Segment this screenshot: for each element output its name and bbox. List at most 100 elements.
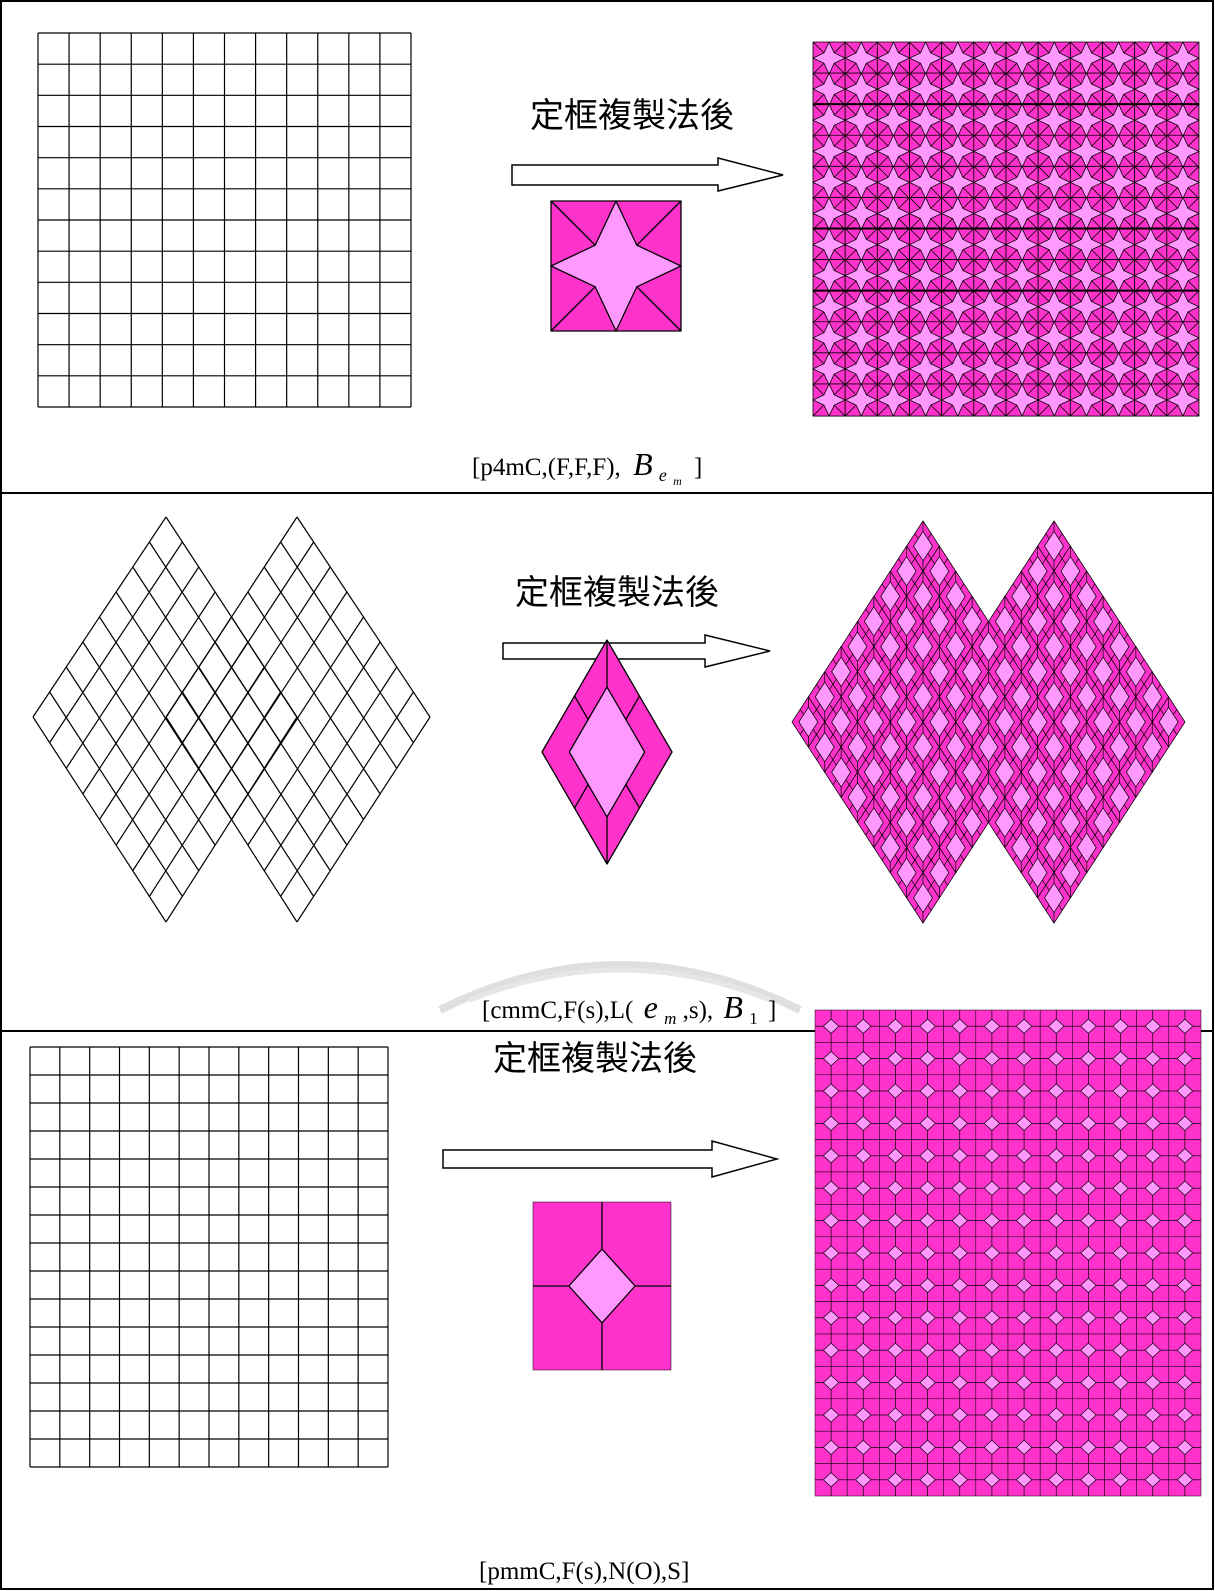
star-tile <box>910 229 942 261</box>
star-tile <box>1006 42 1038 74</box>
star-tile <box>1070 135 1102 167</box>
diamond-tile <box>944 1302 976 1334</box>
diamond-tile <box>815 1269 847 1301</box>
star-tile <box>1070 322 1102 354</box>
diamond-tile <box>1008 1107 1040 1139</box>
star-tile <box>974 322 1006 354</box>
star-tile <box>1103 73 1135 105</box>
star-tile <box>1006 135 1038 167</box>
diamond-tile <box>1072 1107 1104 1139</box>
diamond-tile <box>1072 1010 1104 1042</box>
diamond-tile <box>1137 1172 1169 1204</box>
diamond-tile <box>1040 1010 1072 1042</box>
diamond-tile <box>1137 1010 1169 1042</box>
star-tile <box>942 384 974 416</box>
star-tile <box>910 104 942 136</box>
diamond-tile <box>1137 1334 1169 1366</box>
diamond-tile <box>1137 1042 1169 1074</box>
diamond-tile <box>912 1237 944 1269</box>
diamond-tile <box>815 1464 847 1496</box>
star-tile <box>942 322 974 354</box>
star-tile <box>1038 42 1070 74</box>
diamond-tile <box>1169 1366 1201 1398</box>
diamond-tile <box>815 1366 847 1398</box>
star-tile <box>974 42 1006 74</box>
diamond-tile <box>1169 1107 1201 1139</box>
diamond-tile <box>1137 1237 1169 1269</box>
star-tile <box>1103 42 1135 74</box>
diamond-tile <box>1105 1075 1137 1107</box>
diamond-tile <box>1137 1140 1169 1172</box>
diamond-tile <box>944 1107 976 1139</box>
star-tile <box>845 322 877 354</box>
diamond-tile <box>1072 1237 1104 1269</box>
diamond-tile <box>1169 1269 1201 1301</box>
star-tile <box>845 42 877 74</box>
diamond-tile <box>847 1075 879 1107</box>
diamond-tile <box>879 1399 911 1431</box>
star-tile <box>845 353 877 385</box>
diamond-tile <box>1169 1431 1201 1463</box>
rhombus-tile <box>542 640 672 864</box>
diamond-tile <box>1072 1075 1104 1107</box>
star-tile <box>1070 104 1102 136</box>
panel-title: 定框複製法後 <box>515 573 719 613</box>
star-tile <box>813 104 845 136</box>
diamond-tile <box>1169 1334 1201 1366</box>
diamond-tile <box>815 1042 847 1074</box>
star-tile <box>1070 260 1102 292</box>
panel-title: 定框複製法後 <box>530 96 734 136</box>
diamond-tile <box>1072 1302 1104 1334</box>
star-tile <box>1070 166 1102 198</box>
diamond-tile <box>1008 1042 1040 1074</box>
diamond-tile <box>1105 1042 1137 1074</box>
diamond-tile <box>879 1172 911 1204</box>
star-tile <box>813 197 845 229</box>
star-tile <box>1135 135 1167 167</box>
star-tile <box>1103 260 1135 292</box>
star-tile <box>1167 384 1199 416</box>
motif-tile <box>542 640 672 864</box>
diamond-tile <box>912 1140 944 1172</box>
star-tile <box>1167 229 1199 261</box>
star-tile <box>910 322 942 354</box>
arrow-icon <box>512 158 783 191</box>
star-tile <box>942 260 974 292</box>
star-tile <box>974 166 1006 198</box>
diamond-tile <box>815 1010 847 1042</box>
diamond-tile <box>944 1042 976 1074</box>
star-tile <box>942 135 974 167</box>
diamond-tile <box>1105 1204 1137 1236</box>
star-tile <box>910 260 942 292</box>
diamond-tile <box>976 1464 1008 1496</box>
diamond-tile <box>1105 1010 1137 1042</box>
star-tile <box>1006 73 1038 105</box>
diamond-tile <box>912 1204 944 1236</box>
diamond-tile <box>847 1237 879 1269</box>
star-tile <box>877 353 909 385</box>
diamond-tile <box>1137 1107 1169 1139</box>
star-tile <box>1006 197 1038 229</box>
diamond-tile <box>1072 1334 1104 1366</box>
star-tile <box>942 353 974 385</box>
diamond-tile <box>944 1269 976 1301</box>
diamond-tile <box>1137 1464 1169 1496</box>
diamond-tile <box>1072 1269 1104 1301</box>
diamond-tile <box>1008 1237 1040 1269</box>
diamond-tile <box>1040 1366 1072 1398</box>
star-tile <box>1103 291 1135 323</box>
diamond-tile <box>815 1399 847 1431</box>
diamond-tile <box>815 1172 847 1204</box>
diamond-tile <box>815 1431 847 1463</box>
diamond-tile <box>847 1431 879 1463</box>
diamond-tile <box>879 1140 911 1172</box>
diamond-tile <box>944 1075 976 1107</box>
diamond-tile <box>1040 1334 1072 1366</box>
star-tile <box>1038 260 1070 292</box>
star-tile <box>877 197 909 229</box>
star-tile <box>1038 353 1070 385</box>
diamond-tile <box>1105 1107 1137 1139</box>
arrow-icon <box>503 635 770 667</box>
star-tile <box>1135 42 1167 74</box>
diamond-tile <box>1137 1204 1169 1236</box>
